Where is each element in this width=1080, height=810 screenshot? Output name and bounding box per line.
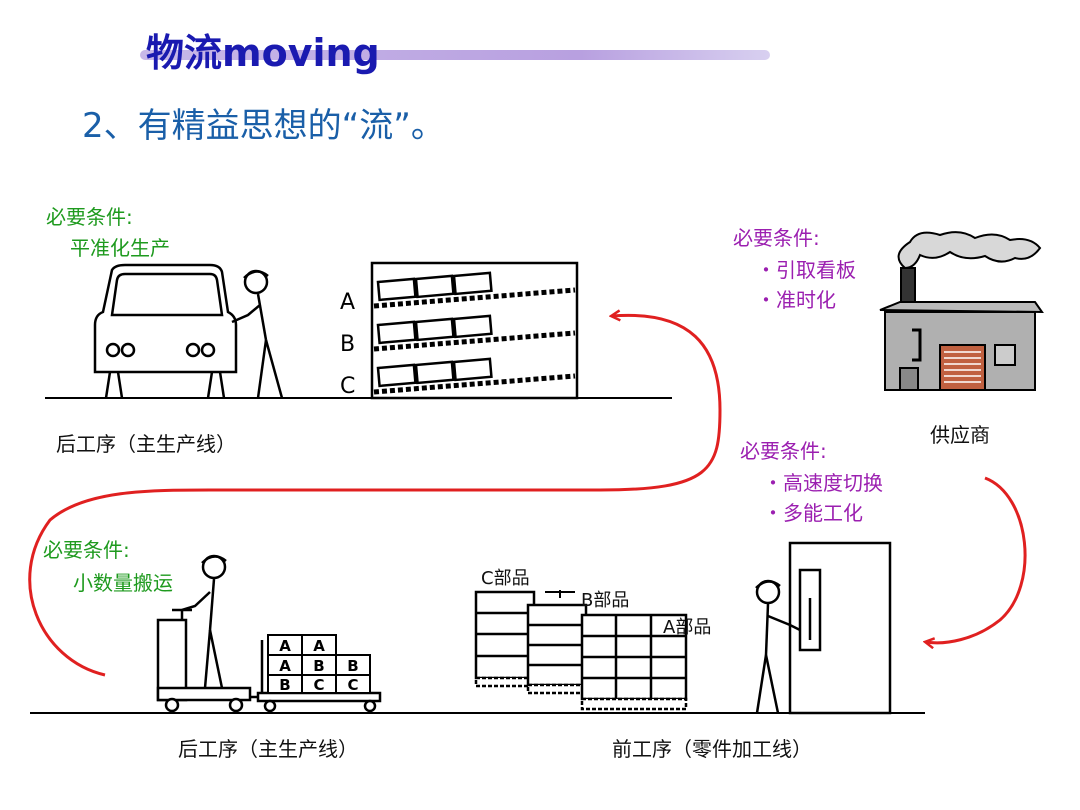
caption-main-line-top: 后工序（主生产线） — [56, 432, 236, 456]
part-label-b: B部品 — [581, 590, 630, 611]
part-label-a: A部品 — [663, 617, 712, 638]
box — [335, 674, 371, 694]
condition-label-supplier: 必要条件: — [733, 226, 820, 250]
factory-icon — [879, 231, 1044, 391]
page-subtitle: 2、有精益思想的“流”。 — [82, 106, 445, 146]
car-icon — [93, 263, 238, 399]
condition-item-multiskill: ・多能工化 — [763, 501, 863, 525]
machine-icon — [788, 541, 892, 715]
rack-label-a: A — [340, 290, 355, 315]
rack-label-c: C — [340, 374, 355, 399]
condition-label-machining: 必要条件: — [740, 439, 827, 463]
rack-label-b: B — [340, 332, 355, 357]
tug-cart-icon — [156, 608, 252, 713]
flow-arrow-to-rack — [28, 315, 722, 677]
parts-rack-icon — [474, 590, 688, 711]
condition-label-main-top: 必要条件: — [46, 205, 133, 229]
condition-item-small-lot: 小数量搬运 — [73, 571, 173, 595]
box-label: C — [313, 676, 324, 694]
part-label-c: C部品 — [481, 568, 530, 589]
box-label: C — [347, 676, 358, 694]
worker-icon-machine — [755, 579, 801, 714]
flow-rack-icon — [370, 261, 579, 400]
box-label: A — [279, 637, 291, 655]
condition-item-kanban: ・引取看板 — [756, 258, 856, 282]
caption-main-line-bottom: 后工序（主生产线） — [178, 737, 358, 761]
condition-item-leveling: 平准化生产 — [70, 236, 170, 260]
caption-supplier: 供应商 — [930, 423, 990, 447]
box-label: A — [313, 637, 325, 655]
box-label: B — [279, 676, 290, 694]
box-stack — [267, 634, 371, 694]
page-title: 物流moving — [146, 31, 380, 75]
worker-icon-top — [231, 269, 284, 399]
caption-machining-line: 前工序（零件加工线） — [612, 737, 812, 761]
flow-arrow-to-machining — [926, 476, 1027, 643]
worker-icon-driver — [181, 554, 227, 689]
title-underline — [140, 50, 770, 60]
condition-item-changeover: ・高速度切换 — [763, 471, 883, 495]
box-label: A — [279, 657, 291, 675]
box-label: B — [313, 657, 324, 675]
box-label: B — [347, 657, 358, 675]
condition-item-jit: ・准时化 — [756, 288, 836, 312]
condition-label-main-bottom: 必要条件: — [43, 538, 130, 562]
